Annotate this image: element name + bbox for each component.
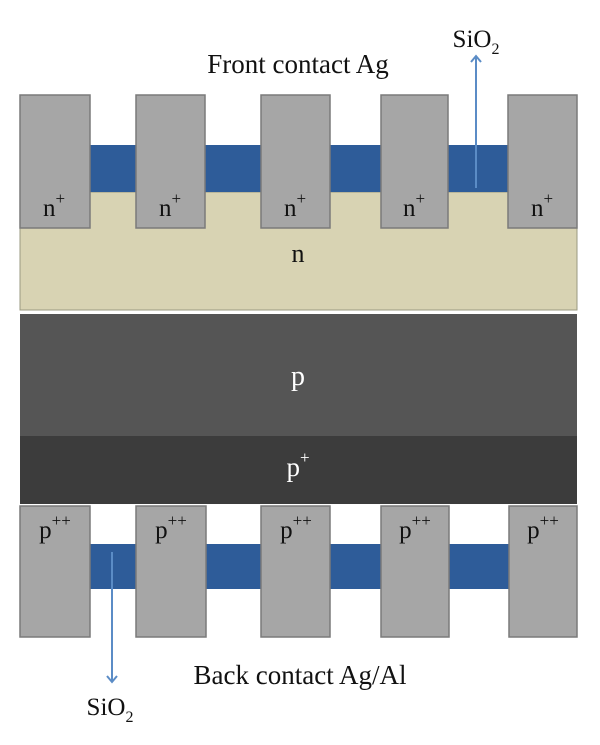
front-sio2-strip: [205, 145, 261, 192]
front-sio2-strip: [448, 145, 508, 192]
back-contact-finger: [19, 505, 91, 638]
front-contact-finger: [135, 94, 206, 229]
front-contact-finger: [260, 94, 331, 229]
back-sio2-label: SiO2: [87, 694, 134, 726]
n-layer-label: n: [292, 239, 305, 268]
p-plus-plus-label: p++: [399, 511, 431, 544]
p-region: [20, 314, 577, 436]
p-plus-plus-label: p++: [280, 511, 312, 544]
back-contact-label: Back contact Ag/Al: [194, 660, 407, 690]
front-contact-finger: [507, 94, 578, 229]
front-contact-finger: [380, 94, 449, 229]
p-layer-label: p: [291, 361, 305, 392]
back-sio2-strip: [449, 544, 509, 589]
n-plus-label: n+: [43, 189, 65, 222]
p-plus-region: [20, 436, 577, 504]
front-sio2-strip: [330, 145, 381, 192]
front-contact-label: Front contact Ag: [207, 49, 388, 79]
back-contact-finger: [380, 505, 450, 638]
n-plus-label: n+: [159, 189, 181, 222]
n-plus-label: n+: [531, 189, 553, 222]
front-sio2-strip: [90, 145, 136, 192]
n-plus-label: n+: [284, 189, 306, 222]
back-sio2-strip: [206, 544, 261, 589]
p-plus-plus-label: p++: [527, 511, 559, 544]
p-plus-plus-label: p++: [155, 511, 187, 544]
front-contact-finger: [19, 94, 91, 229]
back-sio2-strip: [330, 544, 381, 589]
n-plus-label: n+: [403, 189, 425, 222]
back-contact-finger: [508, 505, 578, 638]
front-sio2-label: SiO2: [453, 26, 500, 58]
back-contact-finger: [260, 505, 331, 638]
p-plus-layer-label: p+: [286, 448, 309, 482]
back-contact-finger: [135, 505, 207, 638]
p-plus-plus-label: p++: [39, 511, 71, 544]
